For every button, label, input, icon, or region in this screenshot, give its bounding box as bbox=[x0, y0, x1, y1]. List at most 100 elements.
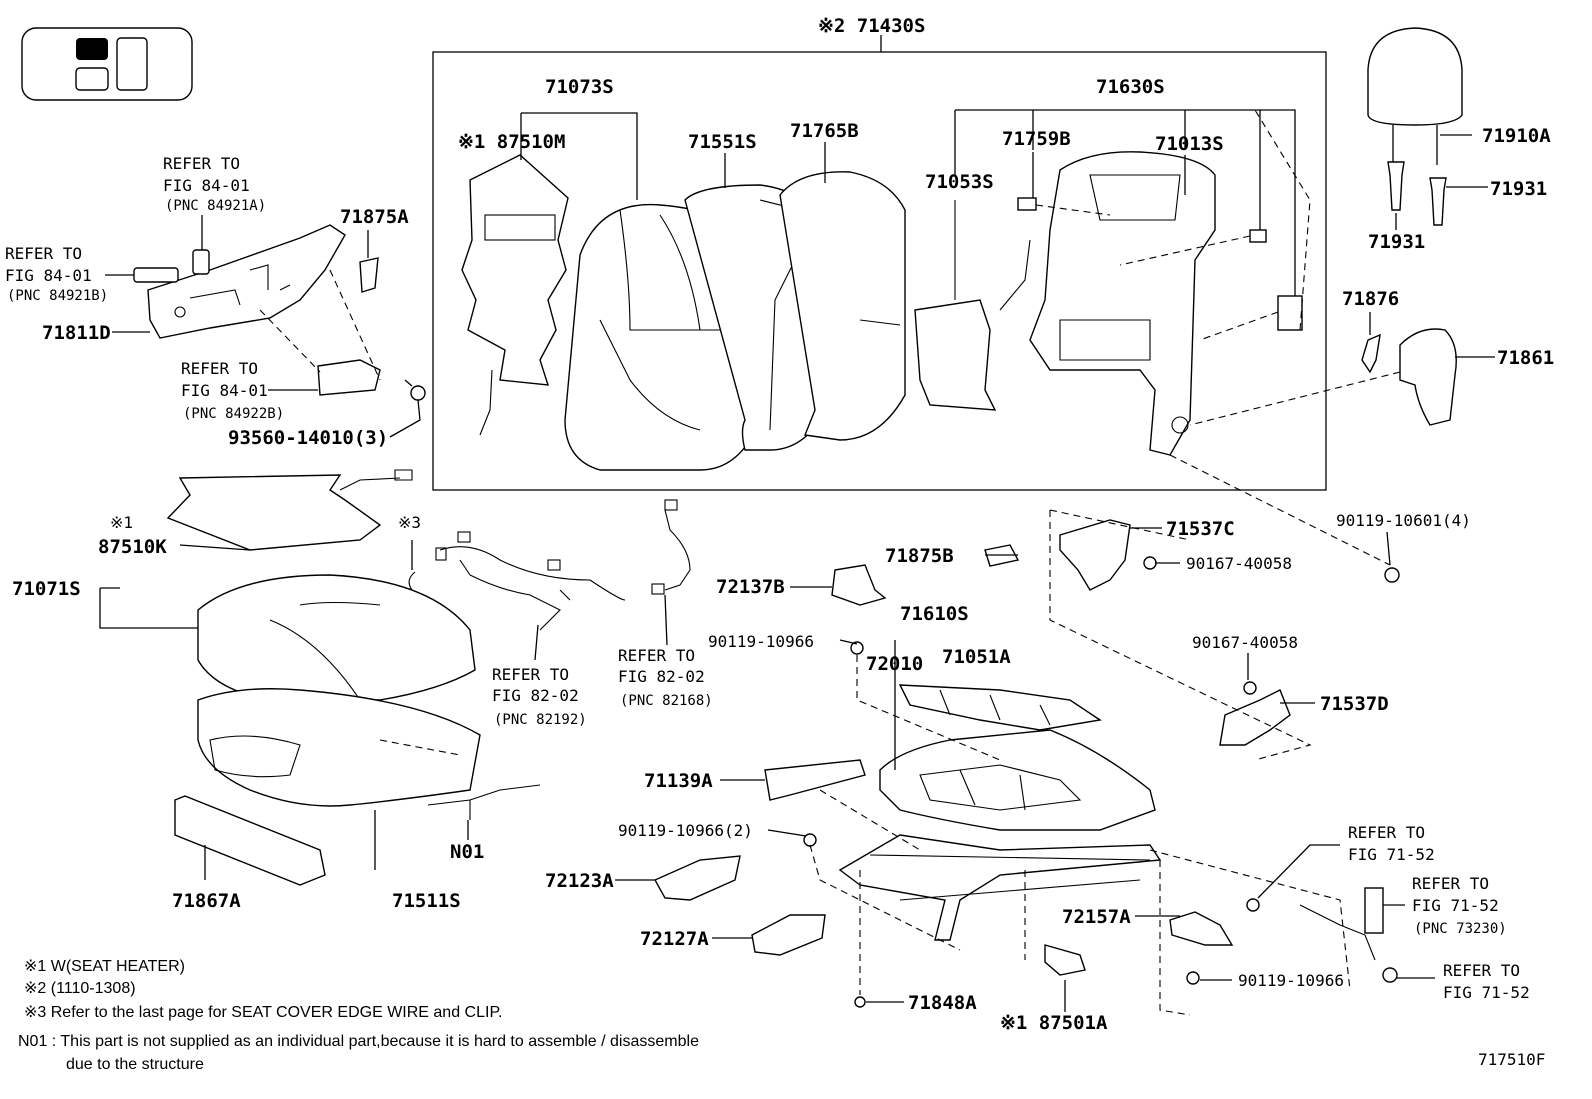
hinge-cover-71861 bbox=[1399, 328, 1457, 426]
label-71511S: 71511S bbox=[392, 890, 461, 912]
label-72010: 72010 bbox=[866, 653, 923, 675]
label-71875A: 71875A bbox=[340, 206, 409, 228]
refer-82192-line1: REFER TO bbox=[492, 665, 569, 684]
label-72123A: 72123A bbox=[545, 870, 614, 892]
label-87510K: 87510K bbox=[98, 536, 167, 558]
seatback-board-71765B bbox=[779, 171, 906, 441]
label-90119-10966-c: 90119-10966 bbox=[1238, 971, 1344, 990]
belt-buckle-73230 bbox=[1299, 887, 1398, 983]
footnote-n01-cont: due to the structure bbox=[66, 1056, 204, 1073]
label-87510M: ※1 87510M bbox=[458, 131, 565, 153]
harness-82168 bbox=[651, 499, 691, 595]
cushion-frame-72010 bbox=[879, 729, 1156, 831]
cover-72137B bbox=[831, 564, 887, 606]
footnotes: ※1 W(SEAT HEATER) ※2 (1110-1308) ※3 Refe… bbox=[18, 958, 699, 1073]
switch-knob-84921A bbox=[192, 249, 210, 275]
label-71053S: 71053S bbox=[925, 171, 994, 193]
cushion-pad-71511S bbox=[197, 688, 481, 807]
refer-84922B-line1: REFER TO bbox=[181, 359, 258, 378]
mat-71051A bbox=[898, 684, 1102, 731]
bolt-90119-10601 bbox=[1384, 567, 1400, 583]
headrest-support-71931-left bbox=[1387, 161, 1405, 211]
cover-72157A bbox=[1169, 911, 1234, 946]
label-71430S: ※2 71430S bbox=[818, 15, 925, 37]
cushion-heater-87510K bbox=[166, 469, 413, 551]
label-71610S: 71610S bbox=[900, 603, 969, 625]
refer-84921B-line1: REFER TO bbox=[5, 244, 82, 263]
leader-lines bbox=[99, 109, 1495, 1012]
bolt-90119-10966-c bbox=[1186, 971, 1200, 985]
headrest-71910A bbox=[1367, 27, 1463, 165]
label-71867A: 71867A bbox=[172, 890, 241, 912]
label-90167-a: 90167-40058 bbox=[1186, 554, 1292, 573]
label-90167-b: 90167-40058 bbox=[1192, 633, 1298, 652]
switch-84922B bbox=[317, 359, 381, 396]
seatback-assembly-box bbox=[432, 35, 1327, 491]
bolt-90167-b bbox=[1243, 681, 1257, 695]
footnote-n01: N01 : This part is not supplied as an in… bbox=[18, 1033, 699, 1050]
label-71811D: 71811D bbox=[42, 322, 111, 344]
refer-82192-line2: FIG 82-02 bbox=[492, 686, 579, 705]
label-71861: 71861 bbox=[1497, 347, 1554, 369]
bolt-90167-a bbox=[1143, 556, 1157, 570]
cushion-cover-71071S bbox=[197, 574, 476, 701]
refer-71-52-b-line1: REFER TO bbox=[1443, 961, 1520, 980]
refer-82192-line3: (PNC 82192) bbox=[494, 712, 587, 728]
refer-84922B-line2: FIG 84-01 bbox=[181, 381, 268, 400]
label-72137B: 72137B bbox=[716, 576, 785, 598]
switch-knob-84921B bbox=[133, 267, 179, 283]
refer-84921A-line3: (PNC 84921A) bbox=[165, 198, 266, 214]
label-71051A: 71051A bbox=[942, 646, 1011, 668]
label-90119-10601: 90119-10601(4) bbox=[1336, 511, 1471, 530]
cover-71875A bbox=[359, 257, 379, 293]
refer-73230-line1: REFER TO bbox=[1412, 874, 1489, 893]
lumbar-support-71053S bbox=[914, 200, 1031, 411]
label-71551S: 71551S bbox=[688, 131, 757, 153]
side-shield-71811D bbox=[147, 224, 346, 339]
bracket-71139A bbox=[764, 759, 866, 801]
cover-71537C bbox=[1059, 519, 1131, 591]
clip-71759B bbox=[1017, 197, 1037, 211]
refer-73230-line2: FIG 71-52 bbox=[1412, 896, 1499, 915]
cover-72123A bbox=[654, 855, 741, 901]
clip-edge-wire bbox=[408, 571, 416, 591]
label-90119-10966-a: 90119-10966 bbox=[708, 632, 814, 651]
refer-84921A-line1: REFER TO bbox=[163, 154, 240, 173]
refer-71-52-a-line2: FIG 71-52 bbox=[1348, 845, 1435, 864]
label-71910A: 71910A bbox=[1482, 125, 1551, 147]
harness-82192 bbox=[435, 531, 626, 631]
refer-84921B-line3: (PNC 84921B) bbox=[7, 288, 108, 304]
sensor-87501A bbox=[1044, 944, 1086, 976]
label-87510K-mark: ※1 bbox=[110, 513, 133, 532]
label-71139A: 71139A bbox=[644, 770, 713, 792]
part-labels: ※2 71430S 71073S ※1 87510M 71551S 71765B… bbox=[12, 15, 1554, 1069]
refer-82168-line1: REFER TO bbox=[618, 646, 695, 665]
cover-71537D bbox=[1219, 689, 1291, 746]
label-71931-right: 71931 bbox=[1490, 178, 1547, 200]
label-71759B: 71759B bbox=[1002, 128, 1071, 150]
cover-71876 bbox=[1361, 333, 1381, 374]
label-71537C: 71537C bbox=[1166, 518, 1235, 540]
label-71848A: 71848A bbox=[908, 992, 977, 1014]
label-87501A: ※1 87501A bbox=[1000, 1012, 1108, 1034]
label-72157A: 72157A bbox=[1062, 906, 1131, 928]
label-71630S: 71630S bbox=[1096, 76, 1165, 98]
bracket-71013S bbox=[1277, 295, 1303, 331]
seat-position-icon bbox=[21, 27, 193, 101]
label-71013S: 71013S bbox=[1155, 133, 1224, 155]
label-71931-left: 71931 bbox=[1368, 231, 1425, 253]
clip-71848A bbox=[854, 996, 866, 1008]
label-71073S: 71073S bbox=[545, 76, 614, 98]
label-72127A: 72127A bbox=[640, 928, 709, 950]
refer-82168-line3: (PNC 82168) bbox=[620, 693, 713, 709]
grommet-71-52 bbox=[1246, 898, 1260, 912]
refer-71-52-a-line1: REFER TO bbox=[1348, 823, 1425, 842]
refer-84921A-line2: FIG 84-01 bbox=[163, 176, 250, 195]
bolt-90119-10966-a bbox=[850, 641, 864, 655]
label-71537D: 71537D bbox=[1320, 693, 1389, 715]
seat-track-71610S bbox=[838, 834, 1162, 941]
headrest-support-71931-right bbox=[1429, 177, 1447, 226]
cover-72127A bbox=[751, 914, 826, 956]
refer-71-52-b-line2: FIG 71-52 bbox=[1443, 983, 1530, 1002]
